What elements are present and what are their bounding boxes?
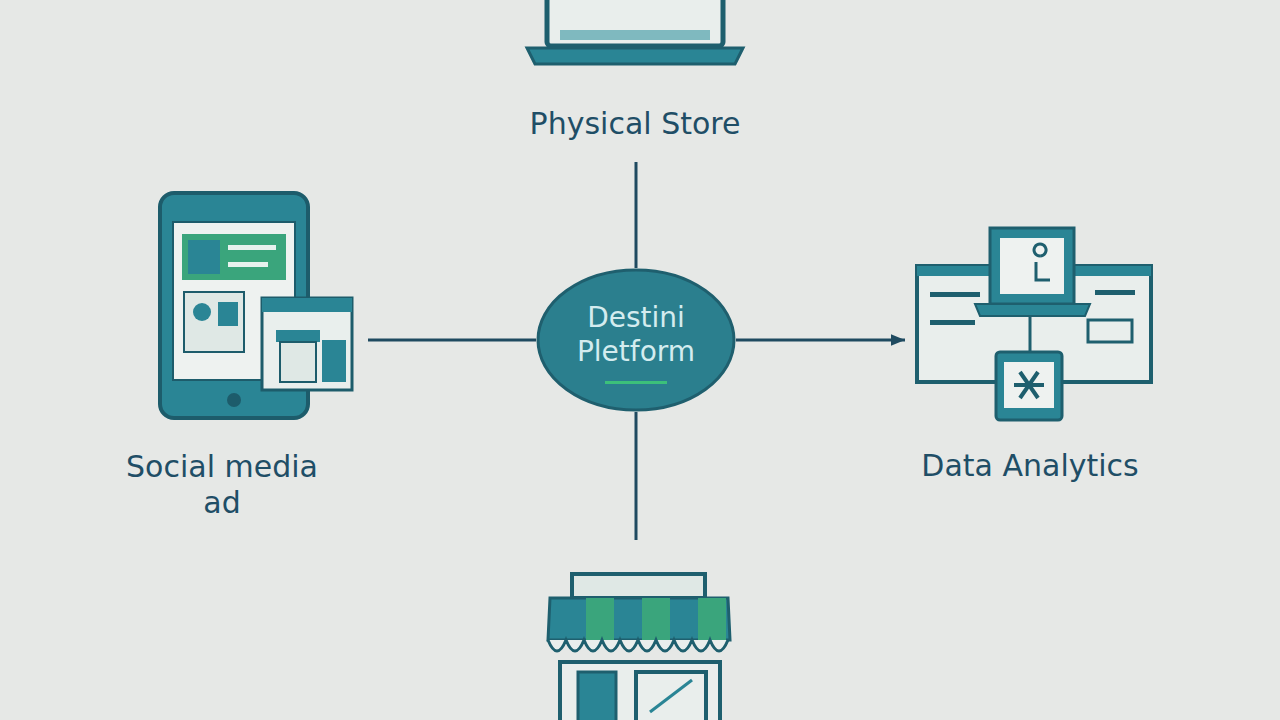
ad-banner [182, 234, 286, 280]
channel-node: Social media ad [112, 188, 368, 523]
channel-label: Social media ad [115, 449, 330, 521]
window-glint [650, 680, 692, 712]
connector-line [368, 339, 536, 342]
analytics-laptop [990, 228, 1074, 304]
connector-line [635, 162, 638, 268]
store-window [636, 672, 706, 720]
store-card [262, 298, 352, 390]
connector-line [736, 339, 905, 342]
store-door [578, 672, 616, 720]
laptop-base [527, 48, 743, 64]
tablet [996, 352, 1062, 420]
awning-stripe [586, 598, 614, 640]
awning-scallop [548, 640, 728, 651]
channel-node: Data Analytics [905, 222, 1155, 490]
ad-line [228, 245, 276, 250]
card-awning [276, 330, 320, 342]
channel-label: Data Analytics [921, 448, 1138, 484]
data-line [930, 292, 980, 297]
store-awning [548, 598, 730, 640]
platform-ellipse: Destini Pletform [536, 268, 736, 412]
ad-line [228, 262, 268, 267]
product-icon [193, 303, 211, 321]
card-panel [322, 340, 346, 382]
data-line [1095, 290, 1135, 295]
tablet-glyph [1014, 372, 1044, 398]
laptop-screen [1000, 238, 1064, 294]
tablet-screen [1004, 362, 1054, 408]
store-front [560, 662, 720, 720]
home-button [227, 393, 241, 407]
channel-label: Physical Store [530, 106, 741, 142]
data-line [930, 320, 975, 325]
channel-node: Physical Store [505, 0, 765, 162]
connector-wire [1029, 316, 1032, 352]
leader-line [635, 412, 638, 540]
ad-image [188, 240, 220, 274]
store-roof [572, 574, 705, 598]
laptop-keyboard [560, 30, 710, 40]
platform-ellipse-shape [538, 270, 734, 410]
data-box [1088, 320, 1132, 342]
product-card [184, 292, 244, 352]
product-icon [218, 302, 238, 326]
store-card-bar [262, 298, 352, 312]
awning-stripe [698, 598, 726, 640]
card-shop [280, 342, 316, 382]
laptop-screen [547, 0, 723, 46]
accent-bar [605, 381, 667, 384]
platform-label: Destini Pletform [566, 301, 706, 369]
chart-glyph [1034, 244, 1050, 280]
laptop-base [975, 304, 1090, 316]
awning-stripe [642, 598, 670, 640]
